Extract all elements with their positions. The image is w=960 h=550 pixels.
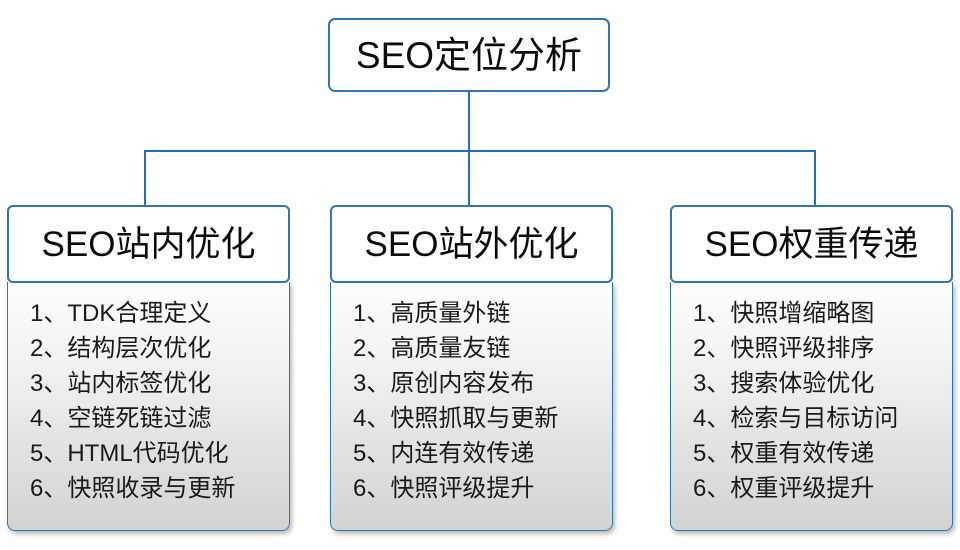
branch-column-1: SEO站内优化 1、TDK合理定义 2、结构层次优化 3、站内标签优化 4、空链… xyxy=(7,205,290,531)
list-item: 4、快照抓取与更新 xyxy=(353,405,559,432)
list-item: 1、TDK合理定义 xyxy=(30,300,212,327)
list-item: 5、权重有效传递 xyxy=(693,440,875,467)
connector-branch-1-vertical xyxy=(144,150,146,206)
list-item: 2、结构层次优化 xyxy=(30,335,212,362)
branch-3-list: 1、快照增缩略图 2、快照评级排序 3、搜索体验优化 4、检索与目标访问 5、权… xyxy=(670,282,953,531)
list-item: 3、站内标签优化 xyxy=(30,370,212,397)
list-item: 1、快照增缩略图 xyxy=(693,300,875,327)
list-item: 3、搜索体验优化 xyxy=(693,370,875,397)
connector-root-vertical xyxy=(468,92,470,152)
branch-1-list: 1、TDK合理定义 2、结构层次优化 3、站内标签优化 4、空链死链过滤 5、H… xyxy=(7,282,290,531)
branch-3-header[interactable]: SEO权重传递 xyxy=(670,205,953,283)
branch-2-header[interactable]: SEO站外优化 xyxy=(330,205,613,283)
branch-1-header[interactable]: SEO站内优化 xyxy=(7,205,290,283)
list-item: 1、高质量外链 xyxy=(353,300,511,327)
list-item: 6、快照收录与更新 xyxy=(30,475,236,502)
list-item: 2、快照评级排序 xyxy=(693,335,875,362)
branch-column-2: SEO站外优化 1、高质量外链 2、高质量友链 3、原创内容发布 4、快照抓取与… xyxy=(330,205,613,531)
list-item: 5、HTML代码优化 xyxy=(30,440,229,467)
root-node[interactable]: SEO定位分析 xyxy=(328,18,610,92)
branch-2-header-label: SEO站外优化 xyxy=(364,224,579,264)
list-item: 3、原创内容发布 xyxy=(353,370,535,397)
list-item: 2、高质量友链 xyxy=(353,335,511,362)
root-node-label: SEO定位分析 xyxy=(355,34,583,76)
branch-3-header-label: SEO权重传递 xyxy=(704,224,919,264)
branch-1-header-label: SEO站内优化 xyxy=(41,224,256,264)
connector-branch-3-vertical xyxy=(814,150,816,206)
list-item: 4、空链死链过滤 xyxy=(30,405,212,432)
branch-column-3: SEO权重传递 1、快照增缩略图 2、快照评级排序 3、搜索体验优化 4、检索与… xyxy=(670,205,953,531)
list-item: 6、权重评级提升 xyxy=(693,475,875,502)
connector-horizontal-bus xyxy=(144,150,816,152)
branch-2-list: 1、高质量外链 2、高质量友链 3、原创内容发布 4、快照抓取与更新 5、内连有… xyxy=(330,282,613,531)
list-item: 5、内连有效传递 xyxy=(353,440,535,467)
connector-branch-2-vertical xyxy=(468,150,470,206)
list-item: 4、检索与目标访问 xyxy=(693,405,899,432)
list-item: 6、快照评级提升 xyxy=(353,475,535,502)
